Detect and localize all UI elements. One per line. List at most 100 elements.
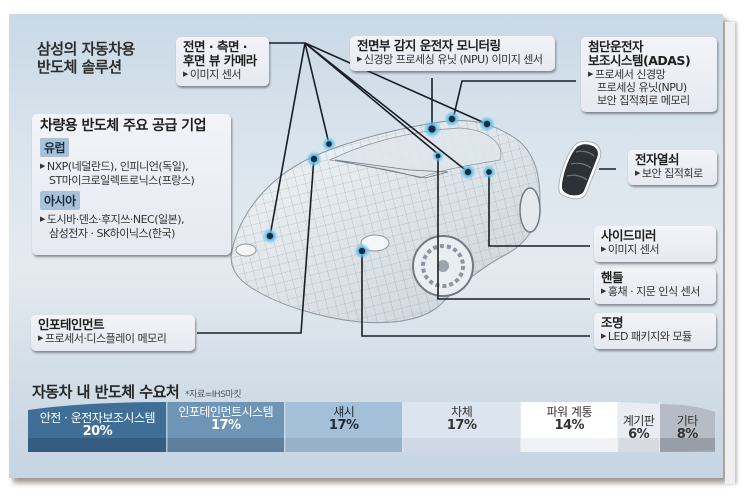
bar-value-label: 8% <box>676 427 699 442</box>
bar-category-label: 인포테인먼트시스템 <box>178 405 274 419</box>
bullet-triangle-icon: ▶ <box>601 287 606 295</box>
callout-smart-key-item: 보안 집적회로 <box>641 167 703 180</box>
sensor-markers <box>262 111 496 259</box>
title-line-2: 반도체 솔루션 <box>37 58 122 76</box>
bar-segment-1 <box>28 402 167 452</box>
callout-side-mirror-item: 이미지 센서 <box>607 243 660 256</box>
europe-suppliers-line-1: NXP(네덜란드), 인피니언(독일), <box>46 160 189 173</box>
callout-infotainment: 인포테인먼트 ▶프로세서·디스플레이 메모리 <box>31 315 195 351</box>
bar-segment-shade <box>166 438 285 452</box>
tag-europe: 유럽 <box>40 138 70 157</box>
callout-lighting-title: 조명 <box>601 315 624 330</box>
suppliers-panel: 차량용 반도체 주요 공급 기업 유럽 ▶NXP(네덜란드), 인피니언(독일)… <box>32 114 231 255</box>
bullet-triangle-icon: ▶ <box>588 70 593 78</box>
bar-segment-6 <box>617 402 660 452</box>
bar-value-label: 14% <box>554 418 585 433</box>
bullet-triangle-icon: ▶ <box>183 70 188 78</box>
callout-handle-title: 핸들 <box>601 270 624 285</box>
bar-segment-4 <box>402 402 521 452</box>
bar-segment-shade <box>617 438 660 452</box>
callout-driver-monitoring: 전면부 감지 운전자 모니터링 ▶신경망 프로세싱 유닛 (NPU) 이미지 센… <box>350 36 555 71</box>
callout-driver-monitoring-title: 전면부 감지 운전자 모니터링 <box>357 38 501 53</box>
bar-value-label: 17% <box>328 418 359 433</box>
suppliers-title: 차량용 반도체 주요 공급 기업 <box>40 118 207 134</box>
bar-value-label: 6% <box>628 427 650 442</box>
bar-segment-shade <box>402 438 521 452</box>
bar-category-label: 기타 <box>676 414 699 428</box>
marker-rear-camera <box>479 116 495 132</box>
bullet-triangle-icon: ▶ <box>601 245 606 253</box>
bar-segment-shade <box>28 438 167 452</box>
bar-segment-7 <box>658 402 715 452</box>
bar-segment-5 <box>520 402 618 452</box>
callout-side-mirror: 사이드미러 ▶이미지 센서 <box>594 226 716 262</box>
callout-adas-title-1: 첨단운전자 <box>588 39 644 54</box>
bullet-triangle-icon: ▶ <box>38 334 43 342</box>
asia-suppliers-line-1: 도시바·덴소·후지쓰·NEC(일본), <box>46 213 185 226</box>
bullet-triangle-icon: ▶ <box>357 55 362 63</box>
europe-suppliers-line-2: ST마이크로일렉트로닉스(프랑스) <box>49 174 195 187</box>
bar-segment-3 <box>284 402 403 452</box>
bar-value-label: 20% <box>82 424 113 439</box>
marker-adas <box>444 111 460 127</box>
callout-lighting-item: LED 패키지와 모듈 <box>607 330 692 343</box>
callout-camera-title-2: 후면 뷰 카메라 <box>183 53 257 68</box>
marker-front-camera <box>262 228 278 244</box>
bar-category-label: 안전 · 운전자보조시스템 <box>39 411 156 425</box>
bar-category-label: 계기판 <box>622 414 655 428</box>
bullet-triangle-icon: ▶ <box>40 215 45 223</box>
chart-source: *자료=IHS마킷 <box>185 390 241 400</box>
marker-side-mirror-cam <box>460 164 476 180</box>
bar-segment-shade <box>520 438 618 452</box>
callout-adas: 첨단운전자 보조시스템(ADAS) ▶프로세서 신경망 프로세싱 유닛(NPU)… <box>581 37 717 112</box>
bar-category-label: 섀시 <box>333 405 355 419</box>
marker-handle <box>432 150 444 162</box>
asia-suppliers-line-2: 삼성전자 · SK하이닉스(한국) <box>49 227 175 240</box>
callout-driver-monitoring-item: 신경망 프로세싱 유닛 (NPU) 이미지 센서 <box>363 53 543 66</box>
tag-asia: 아시아 <box>40 191 80 210</box>
callout-handle: 핸들 ▶홍채 · 지문 인식 센서 <box>594 268 716 304</box>
callout-adas-item-2: 프로세싱 유닛(NPU) <box>597 81 687 94</box>
callout-lighting: 조명 ▶LED 패키지와 모듈 <box>594 313 716 349</box>
callout-camera: 전면 · 측면 · 후면 뷰 카메라 ▶이미지 센서 <box>176 37 269 86</box>
callout-smart-key: 전자열쇠 ▶보안 집적회로 <box>628 150 717 185</box>
leader-lines <box>197 42 616 337</box>
bullet-triangle-icon: ▶ <box>635 169 640 177</box>
marker-driver-monitoring <box>423 120 441 138</box>
marker-side-camera <box>322 137 336 151</box>
callout-camera-title-1: 전면 · 측면 · <box>183 39 248 54</box>
bar-segment-shade <box>284 438 403 452</box>
smart-key-icon <box>558 140 602 200</box>
bullet-triangle-icon: ▶ <box>601 332 606 340</box>
bullet-triangle-icon: ▶ <box>40 162 45 170</box>
title-line-1: 삼성의 자동차용 <box>37 40 135 58</box>
marker-lighting <box>354 243 370 259</box>
marker-infotainment <box>306 151 322 167</box>
bar-category-label: 파워 계통 <box>546 405 593 419</box>
page-title: 삼성의 자동차용 반도체 솔루션 <box>37 40 135 76</box>
bar-category-label: 차체 <box>451 405 473 419</box>
chart-title: 자동차 내 반도체 수요처 *자료=IHS마킷 <box>32 381 241 402</box>
callout-handle-item: 홍채 · 지문 인식 센서 <box>607 285 700 298</box>
bar-value-label: 17% <box>446 418 477 433</box>
callout-infotainment-title: 인포테인먼트 <box>38 317 105 332</box>
bar-segment-2 <box>166 402 285 452</box>
chart-title-text: 자동차 내 반도체 수요처 <box>32 383 180 401</box>
callout-smart-key-title: 전자열쇠 <box>635 152 680 167</box>
callout-infotainment-item: 프로세서·디스플레이 메모리 <box>44 332 167 345</box>
callout-adas-item-3: 보안 집적회로 메모리 <box>597 94 690 107</box>
callout-camera-item: 이미지 센서 <box>189 68 242 81</box>
marker-side-mirror <box>482 165 496 179</box>
bar-segment-shade <box>659 438 715 452</box>
frame-edge <box>725 22 735 484</box>
callout-adas-title-2: 보조시스템(ADAS) <box>588 53 691 68</box>
callout-adas-item-1: 프로세서 신경망 <box>594 68 666 81</box>
